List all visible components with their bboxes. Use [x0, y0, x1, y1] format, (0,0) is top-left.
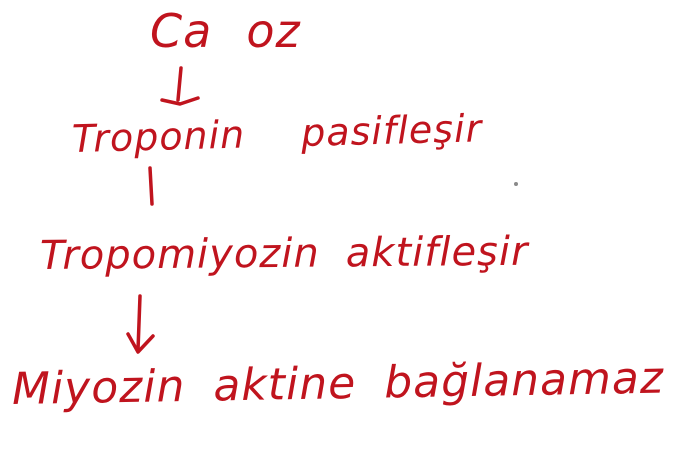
text-o2: oz — [246, 4, 301, 58]
text-ca: Ca — [150, 4, 213, 58]
text-miyozin: Miyozin — [11, 360, 186, 415]
down-arrow-1 — [160, 66, 200, 106]
stray-dot — [514, 182, 518, 186]
text-tropomiyozin: Tropomiyozin — [39, 230, 320, 279]
ink-tail — [148, 166, 154, 206]
line-miyozin: Miyozin aktine bağlanamaz — [11, 353, 665, 415]
text-troponin: Troponin — [71, 112, 246, 161]
text-pasiflesir: pasifleşir — [300, 106, 483, 155]
text-aktine: aktine — [212, 357, 357, 412]
line-tropomiyozin: Tropomiyozin aktifleşir — [39, 228, 529, 279]
down-arrow-2 — [126, 294, 155, 354]
line-troponin: Troponin pasifleşir — [71, 106, 483, 161]
text-aktiflesir: aktifleşir — [345, 228, 529, 277]
text-baglanamaz: bağlanamaz — [383, 352, 665, 409]
